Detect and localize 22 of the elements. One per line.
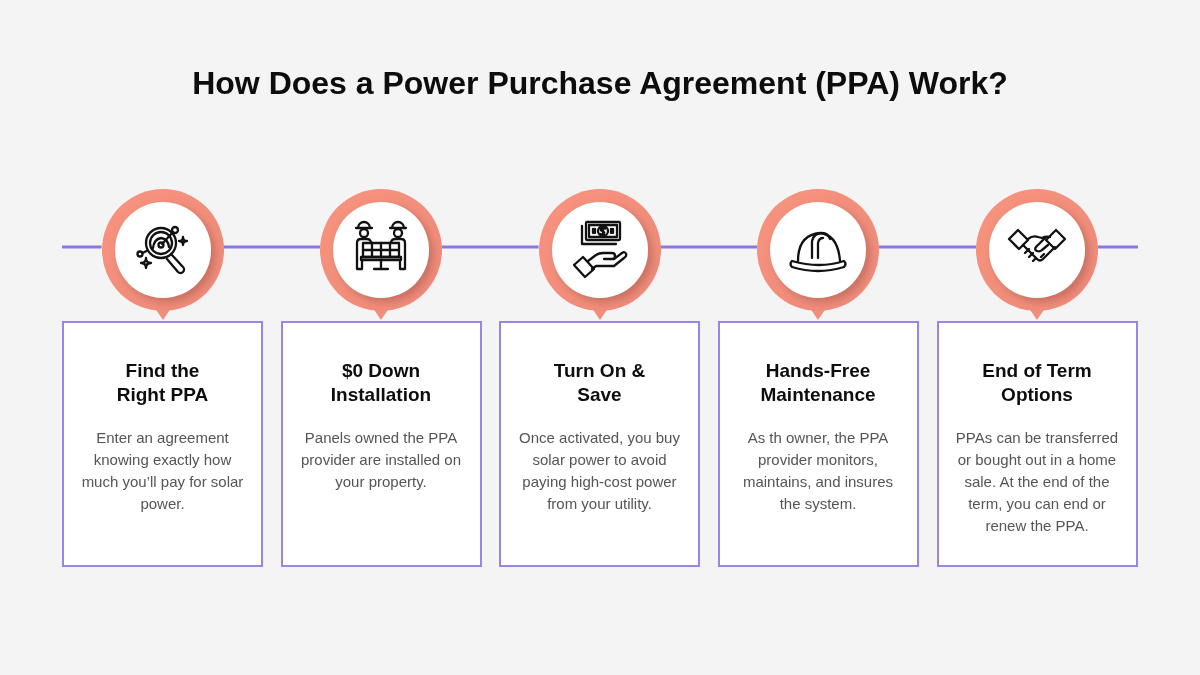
- timeline-line: [441, 245, 539, 249]
- step-card: [499, 321, 700, 567]
- step-heading: Hands-Free Maintenance: [759, 359, 877, 407]
- step-card: [717, 321, 919, 567]
- title: How Does a Power Purchase Agreement (PPA) Work?: [192, 64, 1008, 102]
- step-description: As th owner, the PPA provider monitors, maintains, and insures the system.: [741, 428, 895, 514]
- timeline-line: [223, 245, 321, 249]
- step-description: PPAs can be transferred or bought out in a home sale. At the end of the term, you can end or renew the PPA.: [954, 428, 1120, 536]
- timeline-line: [62, 245, 102, 249]
- timeline-line: [660, 245, 758, 249]
- timeline-line: [1097, 245, 1138, 249]
- step-card: [62, 321, 263, 567]
- step-heading: End of Term Options: [981, 359, 1093, 407]
- step-heading: Find the Right PPA: [115, 359, 210, 407]
- step-description: Enter an agreement knowing exactly how much you’ll pay for solar power.: [80, 428, 245, 514]
- step-description: Once activated, you buy solar power to avoid paying high-cost power from your utility.: [518, 428, 681, 514]
- step-heading: $0 Down Installation: [329, 359, 433, 407]
- step-card: [280, 321, 482, 567]
- step-card: [936, 321, 1138, 567]
- step-heading: Turn On & Save: [552, 359, 647, 407]
- step-description: Panels owned the PPA provider are installed on your property.: [299, 428, 463, 492]
- timeline-line: [878, 245, 977, 249]
